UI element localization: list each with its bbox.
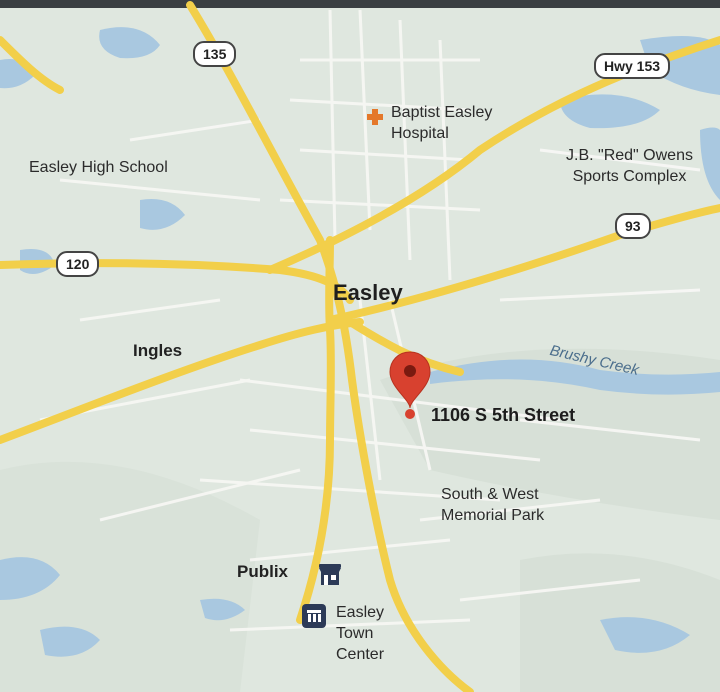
location-pin-icon[interactable] [388,350,432,422]
hospital-cross-icon[interactable] [366,108,384,126]
minor-streets [39,9,701,632]
town-center-label[interactable]: Easley Town Center [336,604,385,663]
town-label[interactable]: Easley [333,280,403,305]
shopping-center-icon[interactable] [301,603,327,629]
storefront-icon[interactable] [317,561,343,587]
hospital-label[interactable]: Baptist Easley Hospital [391,104,493,142]
ingles-label[interactable]: Ingles [133,341,183,360]
publix-label[interactable]: Publix [237,562,289,581]
memorial-park-label[interactable]: South & West Memorial Park [441,486,545,524]
route-120-shield: 120 [56,251,100,277]
high-school-label[interactable]: Easley High School [29,159,168,176]
address-label[interactable]: 1106 S 5th Street [431,405,576,425]
route-hwy153-shield: Hwy 153 [594,53,671,79]
route-135-shield: 135 [193,41,237,67]
route-93-shield: 93 [615,213,651,239]
sports-complex-label[interactable]: J.B. "Red" Owens Sports Complex [566,147,693,185]
